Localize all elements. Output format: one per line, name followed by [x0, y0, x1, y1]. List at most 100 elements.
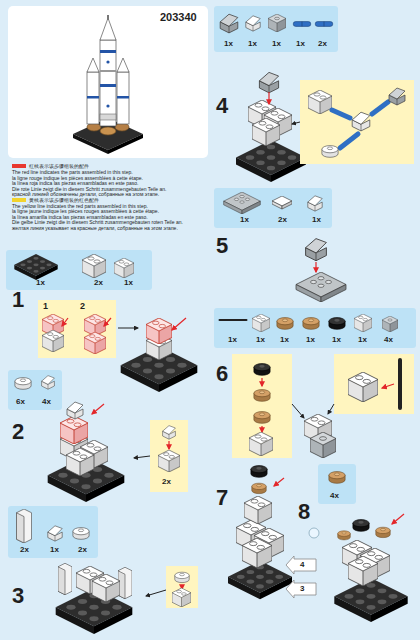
white-brick	[244, 496, 272, 524]
added-brick	[146, 318, 172, 344]
part-icon	[48, 526, 62, 541]
red-arrow	[92, 404, 104, 414]
part-icon	[82, 254, 106, 278]
step-arrow	[328, 404, 334, 414]
part-count: 1x	[124, 279, 133, 287]
step-arrow	[292, 404, 304, 418]
black-bar	[398, 360, 402, 408]
grey-plate	[296, 272, 346, 302]
step1-model	[118, 318, 197, 392]
white-brick	[242, 538, 272, 568]
part-count: 4x	[42, 398, 51, 406]
grey-slope	[306, 239, 327, 261]
legend-swatch	[12, 164, 26, 168]
white-slope	[67, 402, 83, 419]
detail-callout	[300, 80, 414, 164]
part-count: 1x	[312, 216, 321, 224]
part-count: 2x	[162, 478, 171, 486]
red-arrow	[392, 514, 404, 524]
part-count: 1x	[280, 336, 289, 344]
part-icon	[42, 376, 55, 390]
part-icon	[293, 22, 311, 27]
part-count: 1x	[248, 40, 257, 48]
step8-model	[334, 514, 407, 622]
part-count: 1x	[358, 336, 367, 344]
part-count: 1x	[224, 40, 233, 48]
part-icon	[315, 22, 333, 27]
blue-pin	[332, 110, 350, 118]
callout-number: 4	[300, 561, 304, 570]
white-panel	[118, 567, 132, 599]
step-number: 4	[216, 94, 228, 118]
parts-list: 2x1x2x	[8, 506, 98, 558]
step-number: 8	[298, 500, 310, 524]
legend-entry: 红线表示该步骤组装的配件	[12, 164, 89, 170]
legend-text: 红线表示该步骤组装的配件	[29, 163, 89, 169]
cover-panel: 203340	[8, 6, 208, 158]
step-number: 7	[216, 486, 228, 510]
part-pictures	[8, 6, 208, 158]
part-count: 1x	[296, 40, 305, 48]
white-panel	[58, 563, 72, 595]
part-count: 1x	[240, 216, 249, 224]
white-brick	[92, 574, 120, 602]
detail-callout	[334, 354, 414, 414]
step-arrow	[146, 590, 166, 596]
red-arrow	[62, 318, 68, 326]
part-count: 1x	[36, 279, 45, 287]
red-arrow	[104, 318, 111, 326]
part-count: 2x	[94, 279, 103, 287]
reference-arrow	[286, 556, 316, 574]
step2-model	[48, 402, 150, 502]
step-number: 6	[216, 362, 228, 386]
black-round	[251, 466, 267, 478]
part-icon	[73, 528, 89, 540]
part-icon	[16, 509, 31, 543]
white-brick	[252, 118, 280, 146]
blue-pin	[340, 134, 358, 148]
bubble-mark	[309, 528, 319, 538]
part-icon	[277, 318, 293, 330]
white-brick	[172, 588, 191, 607]
red-arrow	[261, 378, 262, 386]
white-slope	[352, 112, 370, 131]
part-count: 1x	[272, 40, 281, 48]
part-count: 2x	[78, 546, 87, 554]
red-arrow	[274, 478, 284, 486]
parts-list: 1x2x1x	[214, 188, 332, 228]
part-count: 4x	[330, 492, 339, 500]
part-count: 4x	[384, 336, 393, 344]
parts-list: 1x 2x 1x	[6, 250, 152, 290]
white-round	[322, 146, 338, 158]
part-icon	[114, 258, 134, 278]
part-pictures	[38, 300, 116, 358]
brown-round	[254, 390, 270, 402]
part-icon	[272, 196, 292, 209]
legend-swatch	[12, 198, 26, 202]
parts-list: 1x1x1x1x1x1x4x	[214, 308, 416, 348]
white-brick	[249, 432, 273, 456]
legend-note: желтая линия указывает на красные детали…	[12, 226, 178, 232]
part-count: 1x	[256, 336, 265, 344]
red-arrow	[315, 262, 316, 272]
step4-model	[236, 72, 414, 182]
substep-number: 2	[80, 302, 85, 311]
part-icon	[219, 319, 248, 321]
parts-list: 1x1x1x1x2x	[214, 6, 338, 52]
added-brick	[60, 416, 88, 444]
part-icon	[268, 14, 286, 32]
legend-text: 黄线表示该步骤组装的红色配件	[29, 197, 99, 203]
detail-callout: 12	[38, 300, 116, 358]
part-icon	[163, 426, 176, 440]
reference-arrow	[286, 580, 316, 598]
step-number: 2	[12, 420, 24, 444]
legend-entry: 黄线表示该步骤组装的红色配件	[12, 198, 99, 204]
parts-list: 4x	[318, 464, 356, 504]
base-plate	[334, 578, 407, 622]
part-count: 1x	[228, 336, 237, 344]
part-icon	[329, 472, 345, 484]
parts-list: 6x4x	[8, 370, 62, 410]
part-icon	[252, 314, 270, 332]
brown-round	[376, 527, 390, 537]
